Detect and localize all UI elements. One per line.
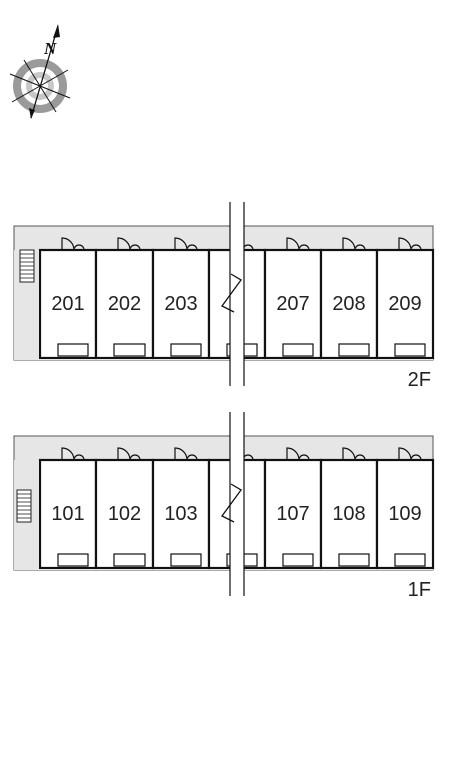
compass-rose-icon: N — [9, 24, 71, 119]
unit-cell — [151, 237, 211, 360]
unit-number-label: 209 — [388, 293, 421, 315]
floor-label: 2F — [408, 369, 431, 391]
unit-number-label: 108 — [332, 503, 365, 525]
staircase-icon — [16, 489, 32, 523]
unit-cell — [375, 237, 435, 360]
unit-cell — [263, 447, 323, 570]
unit-number-label: 208 — [332, 293, 365, 315]
break-symbol — [221, 273, 242, 313]
floors-group: 201 202 203 207 208 209 2F 101 102 103 107 108 109 1F — [13, 202, 435, 601]
unit-cell — [263, 237, 323, 360]
unit-cell — [319, 447, 379, 570]
unit-number-label: 202 — [108, 293, 141, 315]
floor-2: 201 202 203 207 208 209 2F — [13, 202, 435, 391]
unit-cell — [319, 237, 379, 360]
unit-number-label: 109 — [388, 503, 421, 525]
unit-cell — [151, 447, 211, 570]
unit-cell — [375, 447, 435, 570]
staircase-icon — [19, 249, 35, 283]
unit-number-label: 203 — [164, 293, 197, 315]
floor-label: 1F — [408, 579, 431, 601]
unit-number-label: 101 — [51, 503, 84, 525]
break-gap — [230, 202, 244, 386]
unit-number-label: 207 — [276, 293, 309, 315]
unit-cell — [94, 237, 155, 360]
unit-number-label: 201 — [51, 293, 84, 315]
unit-number-label: 103 — [164, 503, 197, 525]
break-gap — [230, 412, 244, 596]
floor-1: 101 102 103 107 108 109 1F — [13, 412, 435, 601]
unit-number-label: 102 — [108, 503, 141, 525]
unit-number-label: 107 — [276, 503, 309, 525]
break-symbol — [221, 483, 242, 523]
unit-cell — [38, 447, 98, 570]
unit-cell — [38, 237, 98, 360]
north-label: N — [43, 39, 57, 58]
